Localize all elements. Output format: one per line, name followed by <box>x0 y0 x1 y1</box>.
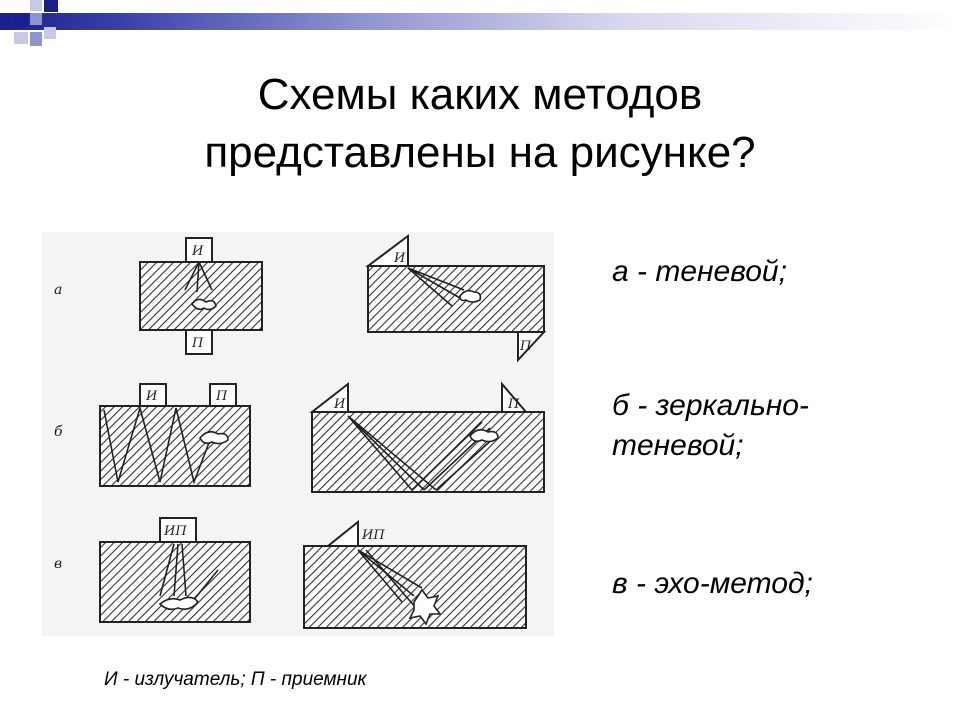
receiver-label: П <box>519 339 532 354</box>
angle-receiver-transducer <box>501 381 529 413</box>
ultrasound-beam <box>103 405 211 485</box>
row-label-a: а <box>54 282 62 298</box>
decor-square <box>30 0 42 11</box>
defect-shape <box>459 289 482 303</box>
methods-diagram-svg: а б в И П И П И П <box>54 234 547 629</box>
answer-a: а - теневой; <box>612 255 787 288</box>
defect-shape <box>408 588 442 626</box>
combined-label: ИП <box>361 528 385 543</box>
answer-v: в - эхо-метод; <box>612 567 813 600</box>
decor-square <box>14 32 28 44</box>
receiver-label: П <box>191 336 204 351</box>
ultrasound-beam <box>357 549 423 609</box>
defect-shape <box>190 298 217 311</box>
methods-diagram: а б в И П И П И П <box>42 232 554 636</box>
angle-emitter-transducer <box>309 381 349 413</box>
row-label-b: б <box>54 424 63 440</box>
angle-receiver-transducer <box>517 331 547 363</box>
title-line-2: представлены на рисунке? <box>204 128 756 177</box>
ultrasound-beam <box>184 261 213 293</box>
decor-square <box>44 27 56 39</box>
defect-shape <box>469 428 499 443</box>
ultrasound-beam <box>347 415 497 491</box>
emitter-label: И <box>393 251 406 266</box>
ultrasound-beam <box>159 543 219 603</box>
row-label-v: в <box>54 556 62 572</box>
slide-header-decoration <box>0 0 960 48</box>
emitter-label: И <box>333 397 346 412</box>
title-line-1: Схемы каких методов <box>257 70 703 119</box>
angle-emitter-transducer <box>365 234 409 267</box>
defect-shape <box>199 430 229 445</box>
emitter-label: И <box>145 389 158 404</box>
defect-shape <box>158 596 200 611</box>
receiver-label: П <box>215 389 228 404</box>
decor-square <box>44 0 58 12</box>
ultrasound-beam <box>407 267 465 307</box>
combined-transducer <box>159 517 197 543</box>
specimen-block <box>99 405 251 487</box>
emitter-label: И <box>191 244 204 259</box>
receiver-transducer <box>185 329 213 355</box>
header-gradient-bar <box>0 13 960 30</box>
emitter-transducer <box>139 383 167 407</box>
specimen-block <box>139 261 263 331</box>
answer-b: б - зеркально- теневой; <box>612 389 809 462</box>
receiver-transducer <box>209 383 237 407</box>
decor-square <box>30 32 42 46</box>
receiver-label: П <box>507 397 520 412</box>
specimen-block <box>367 265 545 333</box>
decor-square <box>30 13 42 25</box>
combined-label: ИП <box>163 524 187 539</box>
decor-square <box>14 13 28 27</box>
slide-title: Схемы каких методов представлены на рису… <box>80 66 880 182</box>
specimen-block <box>311 411 545 493</box>
angle-combined-transducer <box>325 519 359 547</box>
legend-caption: И - излучатель; П - приемник <box>104 669 367 690</box>
